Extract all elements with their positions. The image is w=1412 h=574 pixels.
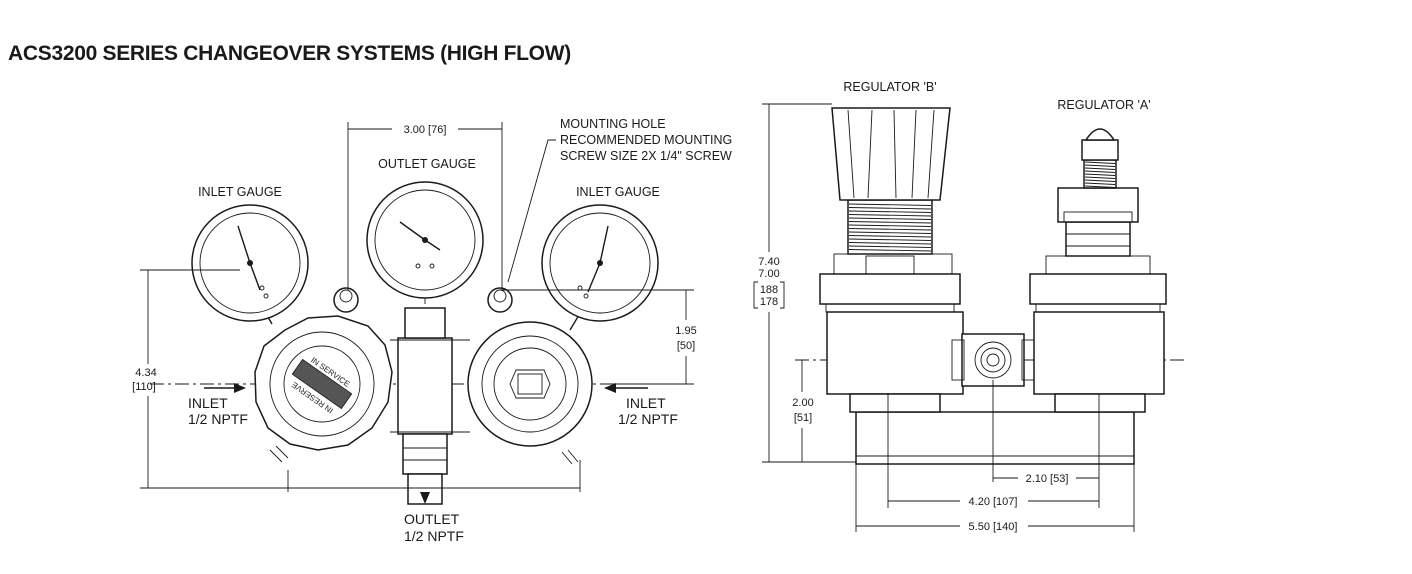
mounting-hole-leader (507, 139, 556, 283)
dim-height-right-metric: [50] (677, 340, 695, 352)
dim-210: 2.10 [53] (1026, 473, 1069, 485)
base-block (855, 411, 1135, 465)
mounting-hole-label-1: MOUNTING HOLE (560, 117, 666, 131)
inlet-gauge-left (191, 204, 309, 325)
left-lever (269, 449, 283, 463)
regulator-a (1029, 128, 1167, 413)
reg-b-bonnet (819, 273, 961, 305)
thread-line (1084, 170, 1116, 173)
dim-height-left-metric: [110] (132, 381, 156, 393)
inlet-left-size: 1/2 NPTF (188, 411, 248, 427)
reg-b-knob (831, 107, 951, 201)
outlet-fitting (402, 433, 448, 475)
dim-lower-value: 2.00 (792, 397, 813, 409)
dim-height-brackets (753, 281, 785, 309)
manifold-block (397, 337, 453, 435)
reg-a-body (1033, 311, 1165, 395)
dim-height-700: 7.00 (758, 268, 779, 280)
thread-line (848, 210, 932, 213)
thread-line (1084, 176, 1116, 179)
outlet-gauge-label: OUTLET GAUGE (378, 157, 476, 171)
thread-line (848, 231, 932, 234)
dim-420: 4.20 [107] (969, 496, 1018, 508)
left-knob-inner (269, 331, 375, 437)
inlet-right-arrow (604, 383, 616, 393)
right-hex-port (509, 369, 551, 399)
reg-b-threads (848, 203, 932, 252)
dim-width-top: 3.00 [76] (404, 124, 447, 136)
regulator-b-label: REGULATOR 'B' (843, 80, 936, 94)
dim-height-178: 178 (760, 296, 778, 308)
outlet-arrow (420, 492, 430, 504)
thread-line (1084, 167, 1116, 170)
regulator-b (819, 107, 964, 413)
thread-line (848, 207, 932, 210)
right-regulator (467, 321, 593, 465)
inlet-gauge-right (541, 204, 659, 331)
regulator-a-label: REGULATOR 'A' (1057, 98, 1150, 112)
reg-a-bonnet (1029, 273, 1167, 305)
reg-b-body (826, 311, 964, 395)
thread-line (848, 245, 932, 248)
inlet-left-label: INLET (188, 395, 228, 411)
thread-line (848, 224, 932, 227)
inlet-left-arrow (234, 383, 246, 393)
inlet-right-size: 1/2 NPTF (618, 411, 678, 427)
right-body-inner (493, 347, 567, 421)
thread-line (848, 235, 932, 238)
thread-line (848, 217, 932, 220)
outlet-label: OUTLET (404, 511, 460, 527)
dim-height-left-value: 4.34 (135, 367, 156, 379)
reg-a-threads (1084, 161, 1116, 188)
thread-line (1084, 182, 1116, 185)
thread-line (848, 221, 932, 224)
thread-line (848, 214, 932, 217)
thread-line (848, 228, 932, 231)
dim-height-740: 7.40 (758, 256, 779, 268)
center-fitting (961, 333, 1025, 387)
thread-line (848, 242, 932, 245)
thread-line (1084, 161, 1116, 164)
outlet-gauge (366, 181, 484, 299)
inlet-right-label: INLET (626, 395, 666, 411)
dim-height-right-value: 1.95 (675, 325, 696, 337)
mounting-hole-label-3: SCREW SIZE 2X 1/4" SCREW (560, 149, 732, 163)
mounting-hole-label-2: RECOMMENDED MOUNTING (560, 133, 732, 147)
thread-line (848, 203, 932, 206)
page-title: ACS3200 SERIES CHANGEOVER SYSTEMS (HIGH … (8, 42, 571, 65)
inlet-gauge-right-label: INLET GAUGE (576, 185, 660, 199)
front-view: IN SERVICE IN RESERVE (132, 117, 732, 544)
left-knob-ring (283, 345, 361, 423)
outlet-stem (404, 307, 446, 339)
thread-line (848, 238, 932, 241)
dim-lower-metric: [51] (794, 412, 812, 424)
thread-line (1084, 164, 1116, 167)
thread-line (1084, 179, 1116, 182)
right-body-outer (467, 321, 593, 447)
side-view: REGULATOR 'B' REGULATOR 'A' 7.40 7.00 18… (753, 80, 1185, 533)
dim-height-188: 188 (760, 284, 778, 296)
side-center-block (951, 333, 1035, 387)
reg-a-cylinder (1065, 221, 1131, 257)
thread-line (1084, 185, 1116, 188)
outlet-size: 1/2 NPTF (404, 528, 464, 544)
reg-a-cap (1084, 128, 1116, 141)
right-body-ring (481, 335, 579, 433)
mounting-hole-right (487, 287, 513, 313)
left-regulator: IN SERVICE IN RESERVE (254, 315, 393, 463)
right-lever (567, 449, 579, 463)
mounting-holes (333, 287, 513, 313)
thread-line (1084, 173, 1116, 176)
thread-line (848, 249, 932, 252)
dim-550: 5.50 [140] (969, 521, 1018, 533)
mounting-hole-left (333, 287, 359, 313)
inlet-gauge-left-label: INLET GAUGE (198, 185, 282, 199)
center-manifold (390, 307, 470, 505)
